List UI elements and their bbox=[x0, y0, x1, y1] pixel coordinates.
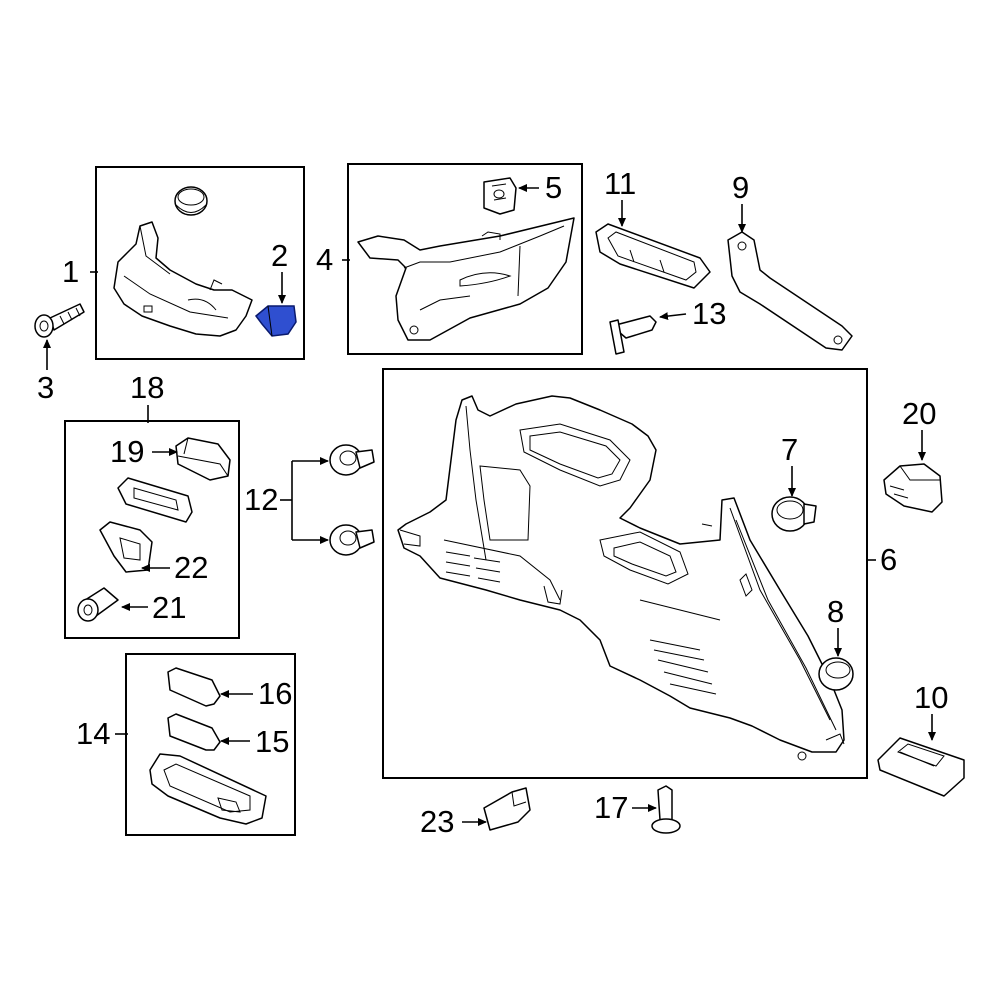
part-2-clip-highlighted bbox=[254, 305, 297, 337]
callout-23: 23 bbox=[420, 804, 454, 839]
part-14-tray bbox=[149, 753, 267, 825]
part-23-clip bbox=[483, 787, 531, 831]
part-15-trim-strip bbox=[167, 713, 221, 751]
part-9-strap bbox=[727, 231, 853, 351]
callout-8: 8 bbox=[827, 594, 844, 629]
part-12-clip-lower bbox=[329, 524, 375, 556]
callout-5: 5 bbox=[545, 170, 562, 205]
group-box-1 bbox=[95, 166, 305, 360]
callout-1: 1 bbox=[62, 254, 79, 289]
callout-4: 4 bbox=[316, 242, 333, 277]
callout-14: 14 bbox=[76, 716, 110, 751]
group-box-18 bbox=[64, 420, 240, 639]
part-10-bracket bbox=[877, 737, 965, 797]
callout-6: 6 bbox=[880, 542, 897, 577]
callout-18: 18 bbox=[130, 370, 164, 405]
part-20-switch bbox=[883, 463, 943, 513]
callout-15: 15 bbox=[255, 724, 289, 759]
callout-22: 22 bbox=[174, 550, 208, 585]
callout-17: 17 bbox=[594, 790, 628, 825]
part-17-pin bbox=[651, 785, 681, 834]
part-21-bushing bbox=[77, 587, 119, 622]
part-6-quarter-trim-panel bbox=[397, 395, 845, 761]
part-5-clip bbox=[483, 177, 517, 215]
part-7-clip-nut bbox=[771, 496, 817, 532]
callout-2: 2 bbox=[271, 238, 288, 273]
part-4-trim-panel bbox=[357, 217, 575, 341]
callout-11: 11 bbox=[604, 166, 636, 201]
callout-3: 3 bbox=[37, 370, 54, 405]
bezel-plate bbox=[117, 477, 193, 523]
callout-10: 10 bbox=[914, 680, 948, 715]
part-1-trim-panel bbox=[113, 221, 253, 337]
part-11-bracket-tray bbox=[595, 223, 711, 289]
part-13-pin bbox=[609, 315, 657, 355]
part-12-clip-upper bbox=[329, 444, 375, 476]
callout-21: 21 bbox=[152, 590, 186, 625]
part-16-trim-strip bbox=[167, 667, 221, 707]
group-box-6 bbox=[382, 368, 868, 779]
callout-13: 13 bbox=[692, 296, 726, 331]
part-3-bolt bbox=[34, 303, 85, 338]
part-22-bracket bbox=[99, 521, 153, 573]
callout-12: 12 bbox=[244, 482, 278, 517]
part-19-clip bbox=[175, 437, 231, 481]
part-8-plug bbox=[818, 657, 854, 691]
cap-plug bbox=[174, 186, 208, 216]
callout-9: 9 bbox=[732, 170, 749, 205]
callout-16: 16 bbox=[258, 676, 292, 711]
callout-19: 19 bbox=[110, 434, 144, 469]
group-box-4 bbox=[347, 163, 583, 355]
callout-20: 20 bbox=[902, 396, 936, 431]
group-box-14 bbox=[125, 653, 296, 836]
callout-7: 7 bbox=[781, 432, 798, 467]
